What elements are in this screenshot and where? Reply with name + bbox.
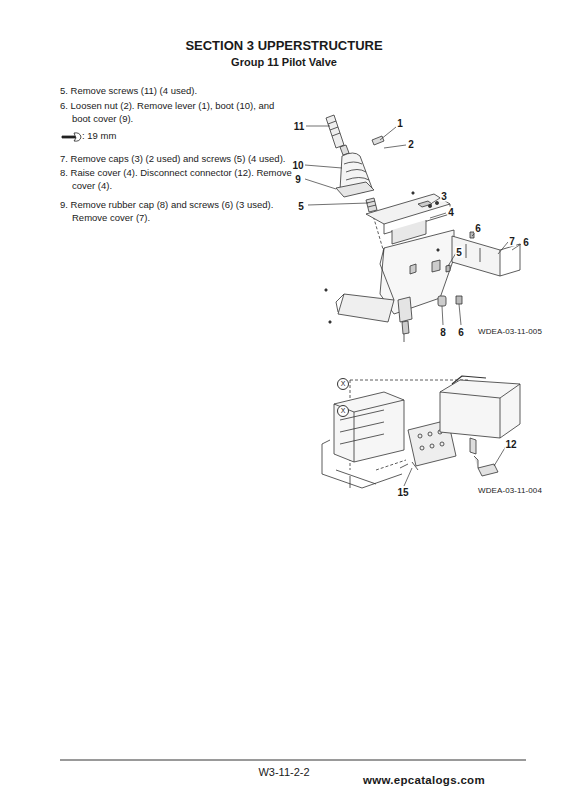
wrench-icon — [62, 133, 81, 141]
watermark: www.epcatalogs.com — [363, 774, 485, 786]
callout-number: 12 — [504, 439, 517, 450]
callout-number: 3 — [440, 191, 448, 202]
step-text: 9. Remove rubber cap (8) and screws (6) … — [60, 199, 294, 224]
screws — [325, 192, 439, 323]
callout-number: 8 — [439, 327, 447, 338]
view-marker: X — [337, 378, 349, 390]
callout-number: 2 — [407, 139, 415, 150]
console-housing — [336, 230, 454, 322]
screw-6 — [446, 232, 474, 304]
callout-number: 11 — [293, 121, 306, 132]
rubber-cap-8 — [438, 296, 446, 306]
tool-size: : 19 mm — [82, 130, 116, 141]
callout-number: 6 — [474, 223, 482, 234]
figure-id: WDEA-03-11-005 — [478, 327, 542, 336]
callout-number: 5 — [455, 247, 463, 258]
callout-number: 6 — [457, 327, 465, 338]
group-subtitle: Group 11 Pilot Valve — [0, 56, 572, 68]
footer-rule — [60, 760, 526, 761]
figure-2 — [322, 376, 520, 488]
callout-number: 9 — [294, 174, 302, 185]
callout-number: 5 — [297, 201, 305, 212]
callout-number: 7 — [508, 236, 516, 247]
figure-id: WDEA-03-11-004 — [478, 486, 542, 495]
step-text: 5. Remove screws (11) (4 used). — [60, 85, 294, 98]
callout-number: 6 — [522, 237, 530, 248]
step-text: 7. Remove caps (3) (2 used) and screws (… — [60, 153, 294, 166]
section-title: SECTION 3 UPPERSTRUCTURE — [0, 38, 572, 53]
view-marker: X — [337, 405, 349, 417]
page-number: W3-11-2-2 — [0, 766, 572, 778]
callout-number: 4 — [447, 207, 455, 218]
callout-number: 10 — [291, 160, 304, 171]
pilot-valve — [398, 297, 412, 342]
cover-7 — [452, 236, 520, 276]
leader-lines — [305, 126, 521, 325]
step-text: 8. Raise cover (4). Disconnect connector… — [60, 167, 294, 192]
step-text: 6. Loosen nut (2). Remove lever (1), boo… — [60, 100, 294, 125]
callout-number: 1 — [396, 118, 404, 129]
callout-number: 15 — [396, 487, 409, 498]
